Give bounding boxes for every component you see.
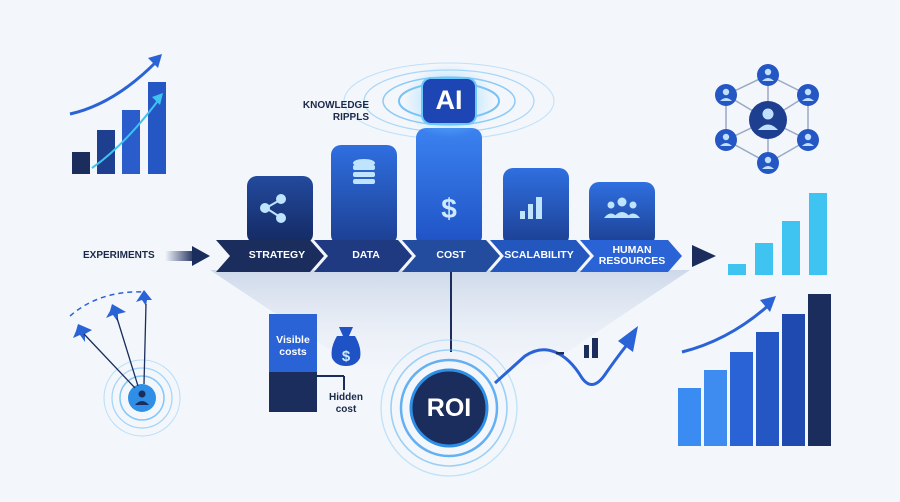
ai-label: AI	[435, 85, 463, 115]
step-label-scalability: SCALABILITY	[504, 249, 574, 261]
dollar-icon: $	[441, 193, 457, 224]
svg-text:$: $	[342, 348, 351, 365]
scalability-growth-chart	[728, 193, 827, 275]
network-person-nodes	[715, 64, 819, 174]
plane-icons	[73, 290, 152, 342]
target-rings	[103, 359, 181, 437]
roi-rings	[380, 339, 518, 477]
hidden-cost-block	[269, 372, 317, 412]
experiments-arrow	[165, 246, 210, 266]
visible-costs-label: Visible costs	[276, 334, 310, 358]
roi-circle	[409, 368, 489, 448]
target-center	[128, 384, 156, 412]
strategy-column	[247, 176, 313, 244]
cost-column	[416, 128, 482, 246]
network-nodes-icon	[260, 194, 286, 223]
flight-path	[69, 291, 146, 317]
database-icon	[353, 159, 375, 184]
step-label-data: DATA	[352, 249, 380, 261]
hidden-cost-label: Hidden cost	[329, 392, 363, 415]
trajectory-lines	[83, 303, 147, 389]
step-label-strategy: STRATEGY	[248, 249, 306, 261]
roi-label: ROI	[426, 394, 472, 422]
growth-bar-chart-icon	[69, 54, 166, 174]
process-flow	[216, 240, 716, 272]
ai-chip	[421, 77, 477, 125]
person-icon	[135, 390, 149, 405]
money-bag-icon: $	[331, 327, 361, 366]
roi-growth-arrow	[493, 326, 638, 386]
bar-chart-icon	[520, 197, 542, 219]
people-group-icon	[604, 197, 640, 218]
knowledge-ripples-label: KNOWLEDGE RIPPLS	[302, 100, 369, 123]
visible-costs-block	[269, 314, 317, 372]
step-label-cost: COST	[436, 249, 466, 261]
data-column	[331, 145, 397, 245]
step-label-human-resources: HUMAN RESOURCES	[598, 244, 666, 267]
revenue-growth-chart	[678, 294, 831, 446]
experiments-label: EXPERIMENTS	[83, 250, 155, 261]
